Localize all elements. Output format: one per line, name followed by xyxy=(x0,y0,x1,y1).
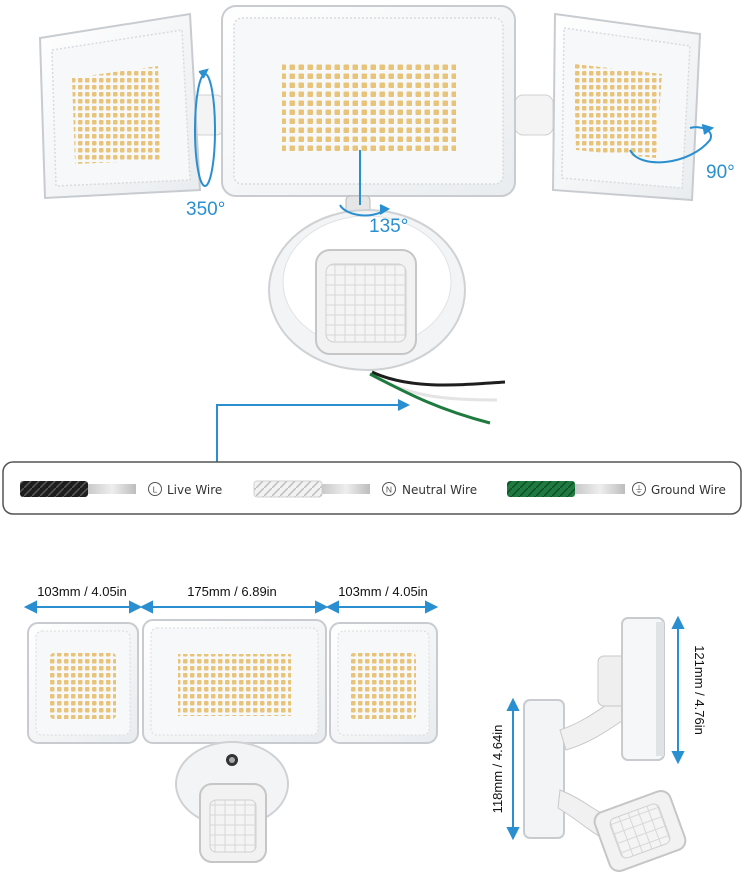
neutral-wire-sample xyxy=(253,480,370,498)
center-light-head xyxy=(221,5,516,197)
left-rotation-angle: 350° xyxy=(186,199,225,220)
wire-legend: L Live Wire N Neutral Wire ⏚ Ground Wire xyxy=(2,461,742,515)
right-rotation-angle: 90° xyxy=(706,162,735,183)
live-wire-label: Live Wire xyxy=(167,483,222,497)
right-light-head xyxy=(551,12,702,202)
right-rotation-arrow xyxy=(629,124,715,164)
top-product-view: 350° 135° 90° xyxy=(38,5,735,462)
center-rotation-angle: 135° xyxy=(369,216,408,237)
right-width-label: 103mm / 4.05in xyxy=(338,584,428,599)
neutral-symbol-circle xyxy=(382,482,396,496)
side-wall-plate xyxy=(523,699,565,839)
wire-legend-box xyxy=(2,461,742,515)
front-left-panel xyxy=(27,622,139,744)
side-motion-sensor xyxy=(593,790,687,872)
ground-wire-sample xyxy=(507,481,625,497)
side-light-head xyxy=(621,617,665,761)
wire-leads xyxy=(369,370,506,425)
left-rotation-arrow xyxy=(194,68,216,187)
ground-symbol-circle xyxy=(632,482,646,496)
motion-sensor xyxy=(315,249,417,355)
left-light-head xyxy=(38,12,202,200)
wire-callout-line xyxy=(216,404,400,462)
live-wire-sample xyxy=(20,481,136,497)
front-right-panel xyxy=(329,622,438,744)
side-dimension-view: 121mm / 4.76in 118mm / 4.64in xyxy=(490,615,707,872)
front-dimension-view: 103mm / 4.05in 175mm / 6.89in 103mm / 4.… xyxy=(23,584,439,863)
front-motion-sensor xyxy=(199,783,267,863)
ground-wire-label: Ground Wire xyxy=(651,483,726,497)
side-height-mount-label: 118mm / 4.64in xyxy=(490,725,505,814)
center-led-array xyxy=(282,62,456,152)
center-width-label: 175mm / 6.89in xyxy=(187,584,277,599)
neutral-wire-label: Neutral Wire xyxy=(402,483,477,497)
front-center-panel xyxy=(142,619,327,744)
center-rotation-arrow xyxy=(339,150,391,217)
live-symbol-circle xyxy=(148,482,162,496)
left-width-label: 103mm / 4.05in xyxy=(37,584,127,599)
right-arm xyxy=(514,94,554,136)
neutral-symbol: N xyxy=(386,485,392,495)
ground-symbol-icon: ⏚ xyxy=(634,485,643,496)
side-height-total-label: 121mm / 4.76in xyxy=(692,645,707,735)
live-symbol: L xyxy=(153,485,158,495)
